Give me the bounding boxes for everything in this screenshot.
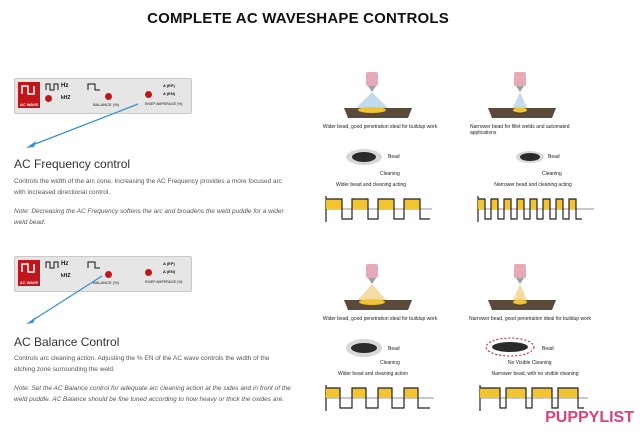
narrow-bead-illustration — [516, 151, 544, 163]
frequency-heading: AC Frequency control — [14, 157, 131, 171]
balance-right-wave-caption: Narrower bead, with no visible cleaning — [491, 371, 579, 377]
wide-cone-illustration — [344, 72, 412, 118]
balance-wide-illustration — [344, 264, 412, 310]
balance-narrow-illustration — [488, 264, 556, 310]
narrow-cone-illustration — [488, 72, 556, 118]
ac-wave-icon — [21, 85, 35, 95]
frequency-segment: Hz kHZ — [45, 83, 85, 107]
balance-body: Controls arc cleaning action. Adjusting … — [14, 355, 270, 373]
balance-wave-icon — [87, 261, 100, 269]
frequency-right-bead-label: Bead — [548, 154, 560, 160]
frequency-body: Controls the width of the arc cone. Incr… — [14, 178, 283, 196]
balance-right-caption: Narrower bead, good penetration ideal fo… — [468, 316, 592, 322]
control-panel-frequency: AC WAVE Hz kHZ BALANCE (%) A (EP) A (EN)… — [14, 78, 192, 114]
balance-right-bead-label: Bead — [542, 346, 554, 352]
frequency-high-waveform — [477, 196, 594, 222]
page-title: COMPLETE AC WAVESHAPE CONTROLS — [147, 10, 449, 27]
balance-no-cleaning-label: No Visible Cleaning — [508, 360, 552, 366]
balance-note: Note: Set the AC Balance control for ade… — [14, 385, 291, 403]
frequency-right-cleaning-label: Cleaning — [542, 171, 562, 177]
ac-wave-badge: AC WAVE — [18, 82, 40, 108]
balance-narrow-bead — [485, 337, 535, 357]
amperage-segment: A (EP) A (EN) EN/EP AMPERAGE (%) — [145, 83, 183, 106]
amperage-knob[interactable] — [145, 269, 152, 276]
ac-wave-badge: AC WAVE — [18, 260, 40, 286]
watermark-logo: PUPPYLIST — [545, 409, 634, 426]
balance-left-caption: Wider bead, good penetration ideal for b… — [322, 316, 438, 322]
balance-segment: BALANCE (%) — [87, 261, 147, 285]
balance-low-en-waveform — [325, 385, 434, 411]
wide-bead-illustration — [346, 149, 382, 165]
frequency-knob[interactable] — [45, 95, 52, 102]
amperage-knob[interactable] — [145, 91, 152, 98]
balance-wide-bead — [346, 339, 382, 357]
balance-knob[interactable] — [105, 271, 112, 278]
balance-left-wave-caption: Wider bead and cleaning action — [337, 371, 409, 377]
frequency-right-caption: Narrower bead for fillet welds and autom… — [470, 124, 570, 136]
frequency-right-wave-caption: Narrower bead and cleaning acting — [494, 182, 572, 188]
balance-heading: AC Balance Control — [14, 335, 120, 349]
frequency-low-waveform — [325, 196, 432, 222]
frequency-segment: Hz kHZ — [45, 261, 85, 285]
balance-high-en-waveform — [479, 385, 588, 411]
frequency-left-bead-label: Bead — [388, 154, 400, 160]
balance-left-cleaning-label: Cleaning — [380, 360, 400, 366]
frequency-note: Note: Decreasing the AC Frequency soften… — [14, 208, 284, 226]
balance-knob[interactable] — [105, 93, 112, 100]
balance-segment: BALANCE (%) — [87, 83, 147, 107]
frequency-left-cleaning-label: Cleaning — [380, 171, 400, 177]
balance-arrow — [26, 275, 103, 324]
ac-wave-icon — [21, 263, 35, 273]
balance-wave-icon — [87, 83, 100, 91]
balance-left-bead-label: Bead — [388, 346, 400, 352]
control-panel-balance: AC WAVE Hz kHZ BALANCE (%) A (EP) A (EN)… — [14, 256, 192, 292]
amperage-segment: A (EP) A (EN) EN/EP AMPERAGE (%) — [145, 261, 183, 284]
frequency-left-wave-caption: Wider bead and cleaning acting — [335, 182, 407, 188]
frequency-left-caption: Wider bead, good penetration ideal for b… — [322, 124, 438, 130]
square-wave-icon — [45, 83, 59, 91]
frequency-arrow — [26, 103, 139, 148]
square-wave-icon — [45, 261, 59, 269]
